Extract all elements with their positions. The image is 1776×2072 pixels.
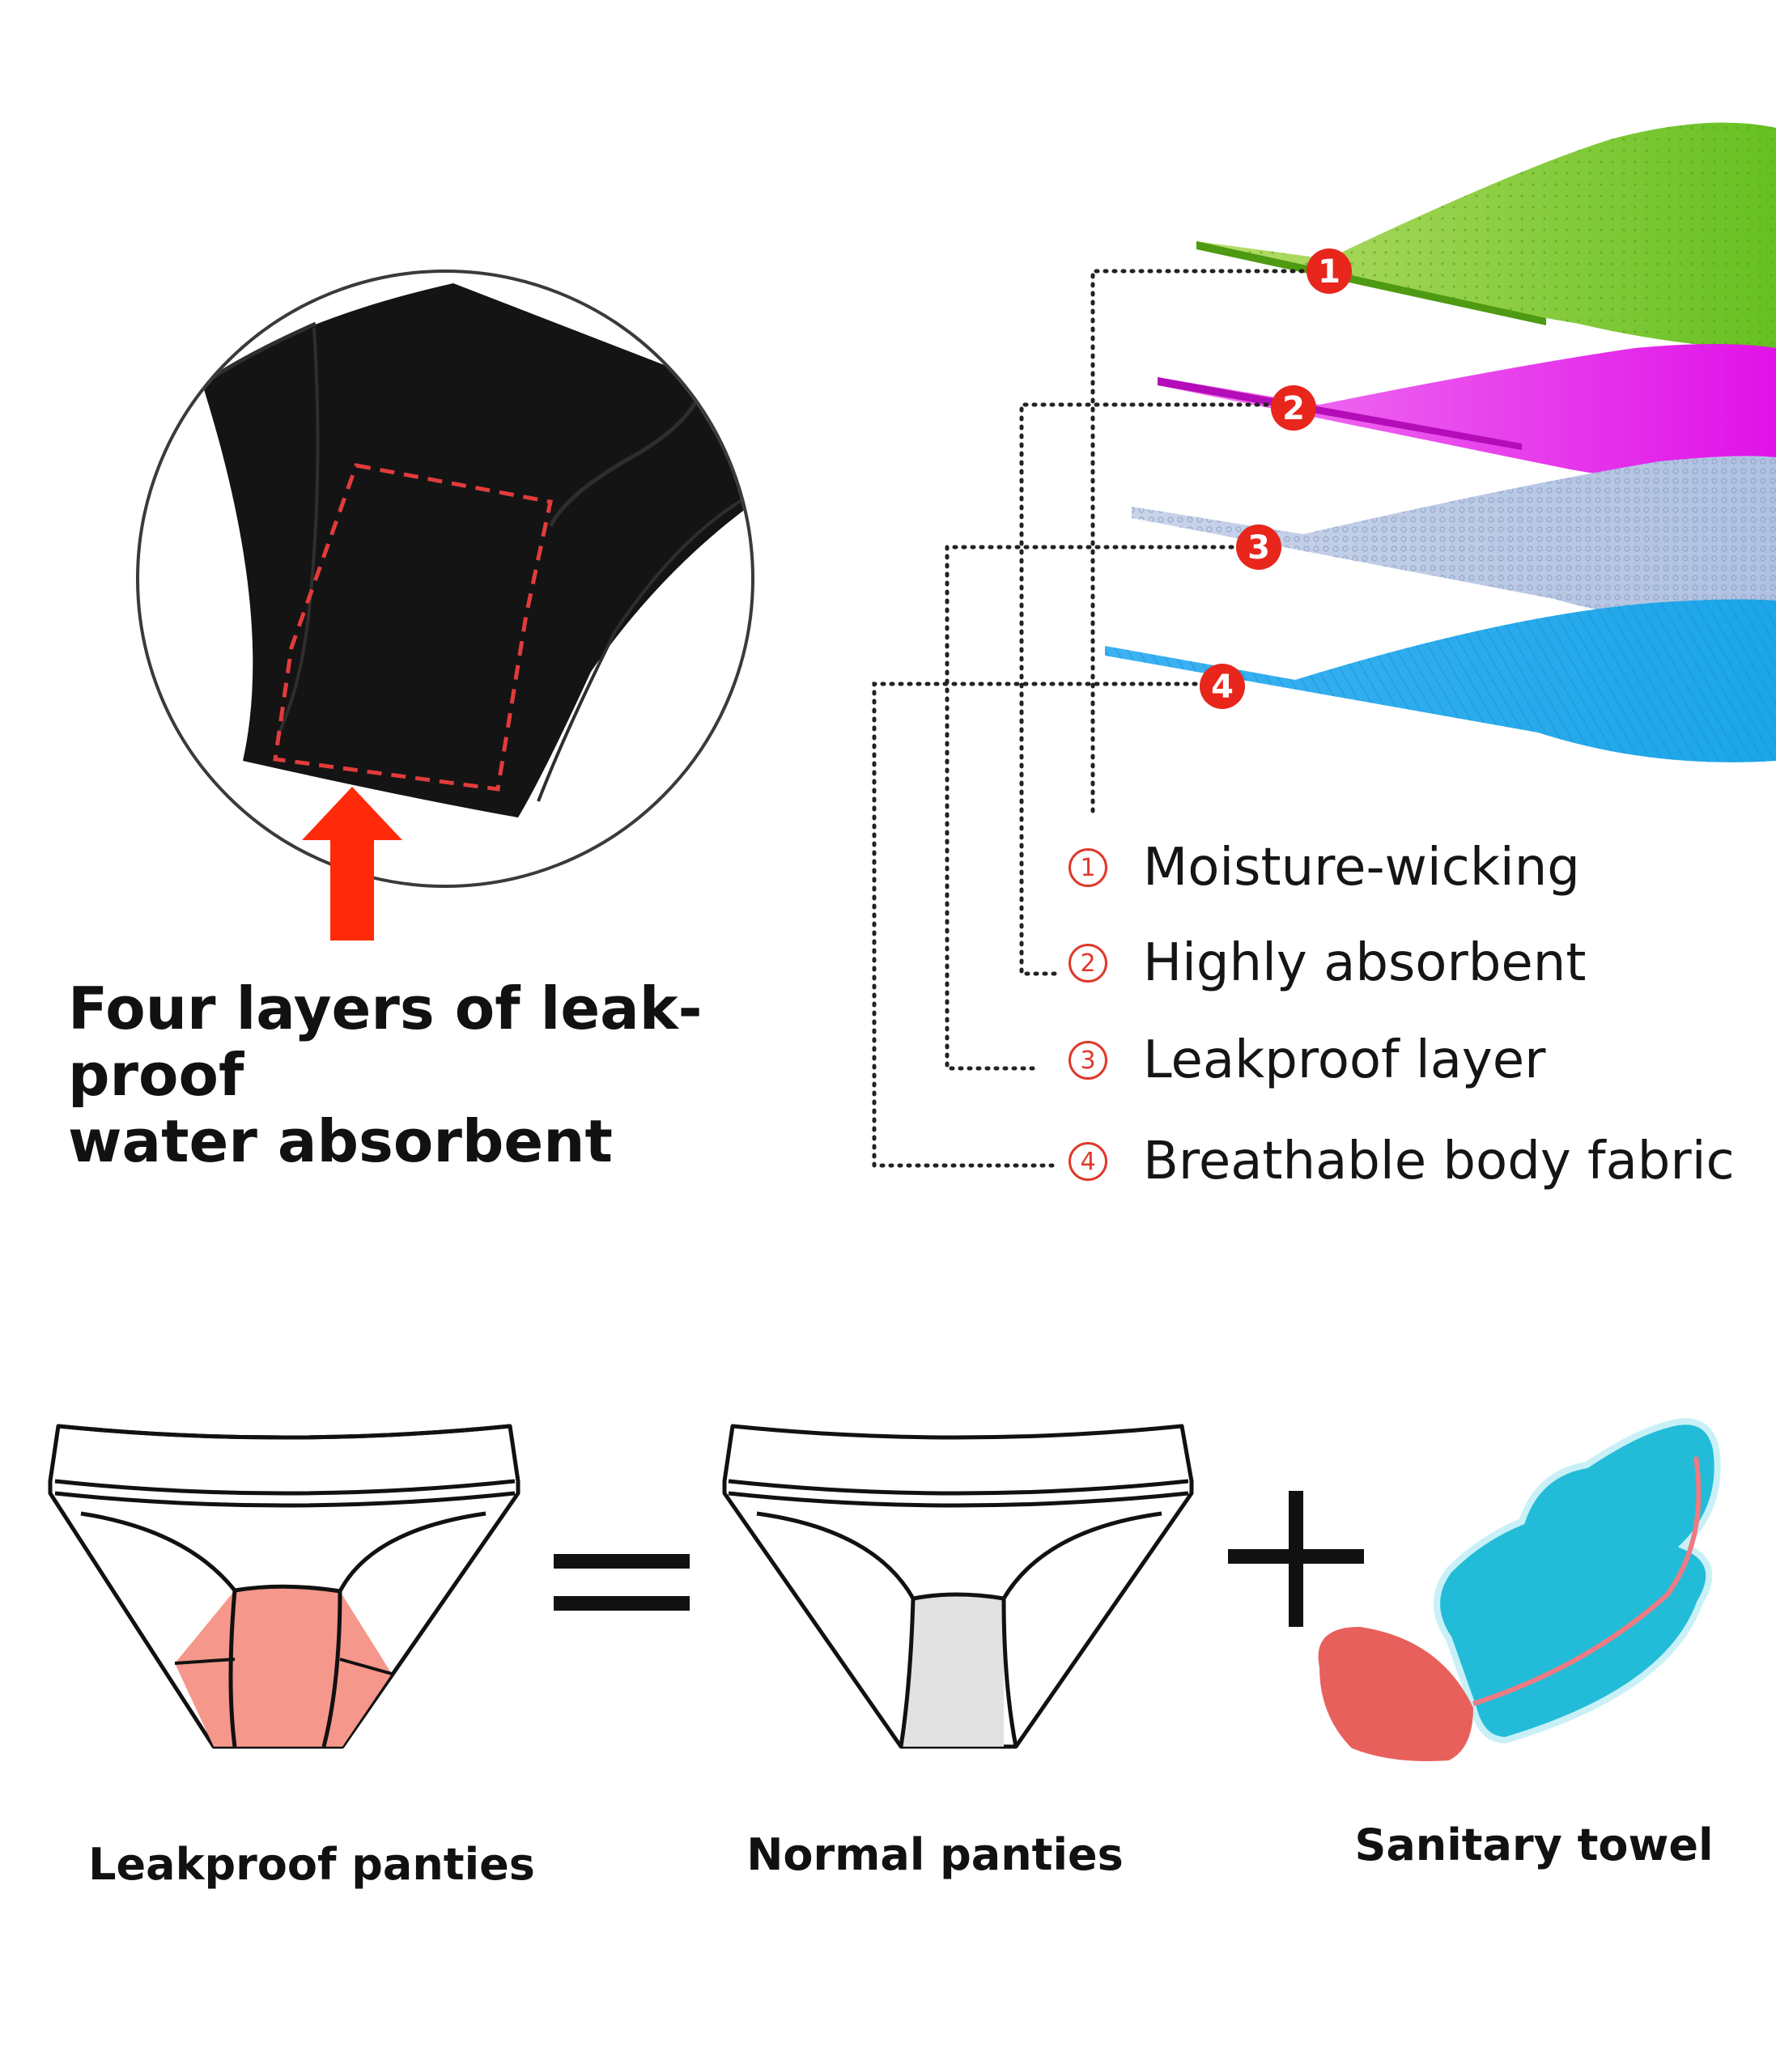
layer-badge-2: 2 — [1271, 385, 1316, 431]
legend-item-1: 1 Moisture-wicking — [1069, 835, 1580, 900]
legend-number-1: 1 — [1069, 848, 1107, 887]
layer-sheet-2 — [1158, 344, 1776, 486]
heading-line-1: Four layers of leak-proof — [68, 974, 703, 1109]
layer-badge-3: 3 — [1236, 524, 1281, 570]
equals-sign-icon — [554, 1554, 690, 1611]
heading-line-2: water absorbent — [68, 1107, 613, 1175]
crotch-dashed-outline — [273, 463, 553, 792]
svg-text:1: 1 — [1318, 253, 1340, 291]
legend-item-4: 4 Breathable body fabric — [1069, 1129, 1735, 1194]
caption-leakproof-panties: Leakproof panties — [88, 1839, 535, 1890]
legend-label-3: Leakproof layer — [1143, 1030, 1546, 1090]
layer-sheet-3 — [1132, 456, 1776, 624]
layer-badge-1: 1 — [1307, 248, 1352, 294]
svg-text:4: 4 — [1211, 669, 1234, 706]
leakproof-panties-illustration — [48, 1424, 520, 1749]
svg-text:2: 2 — [1282, 390, 1305, 427]
caption-normal-panties: Normal panties — [746, 1829, 1124, 1880]
legend-number-2: 2 — [1069, 944, 1107, 983]
legend-number-3: 3 — [1069, 1041, 1107, 1080]
legend-item-3: 3 Leakproof layer — [1069, 1028, 1545, 1093]
legend-label-4: Breathable body fabric — [1143, 1132, 1735, 1191]
red-up-arrow-icon — [302, 787, 402, 940]
legend-number-4: 4 — [1069, 1142, 1107, 1181]
plus-sign-icon — [1228, 1491, 1364, 1627]
layer-sheet-4 — [1105, 599, 1776, 762]
sanitary-towel-illustration — [1318, 1418, 1721, 1761]
svg-text:3: 3 — [1247, 529, 1270, 567]
caption-sanitary-towel: Sanitary towel — [1354, 1819, 1714, 1870]
layer-sheet-1 — [1196, 122, 1776, 350]
leader-lines — [872, 269, 1332, 1168]
legend-item-2: 2 Highly absorbent — [1069, 931, 1586, 996]
normal-panties-illustration — [722, 1424, 1194, 1749]
legend-label-1: Moisture-wicking — [1143, 838, 1580, 898]
legend-label-2: Highly absorbent — [1143, 933, 1587, 993]
layers-heading: Four layers of leak-proof water absorben… — [68, 975, 877, 1174]
zoom-detail-circle — [136, 270, 754, 888]
layer-badge-4: 4 — [1200, 664, 1245, 709]
